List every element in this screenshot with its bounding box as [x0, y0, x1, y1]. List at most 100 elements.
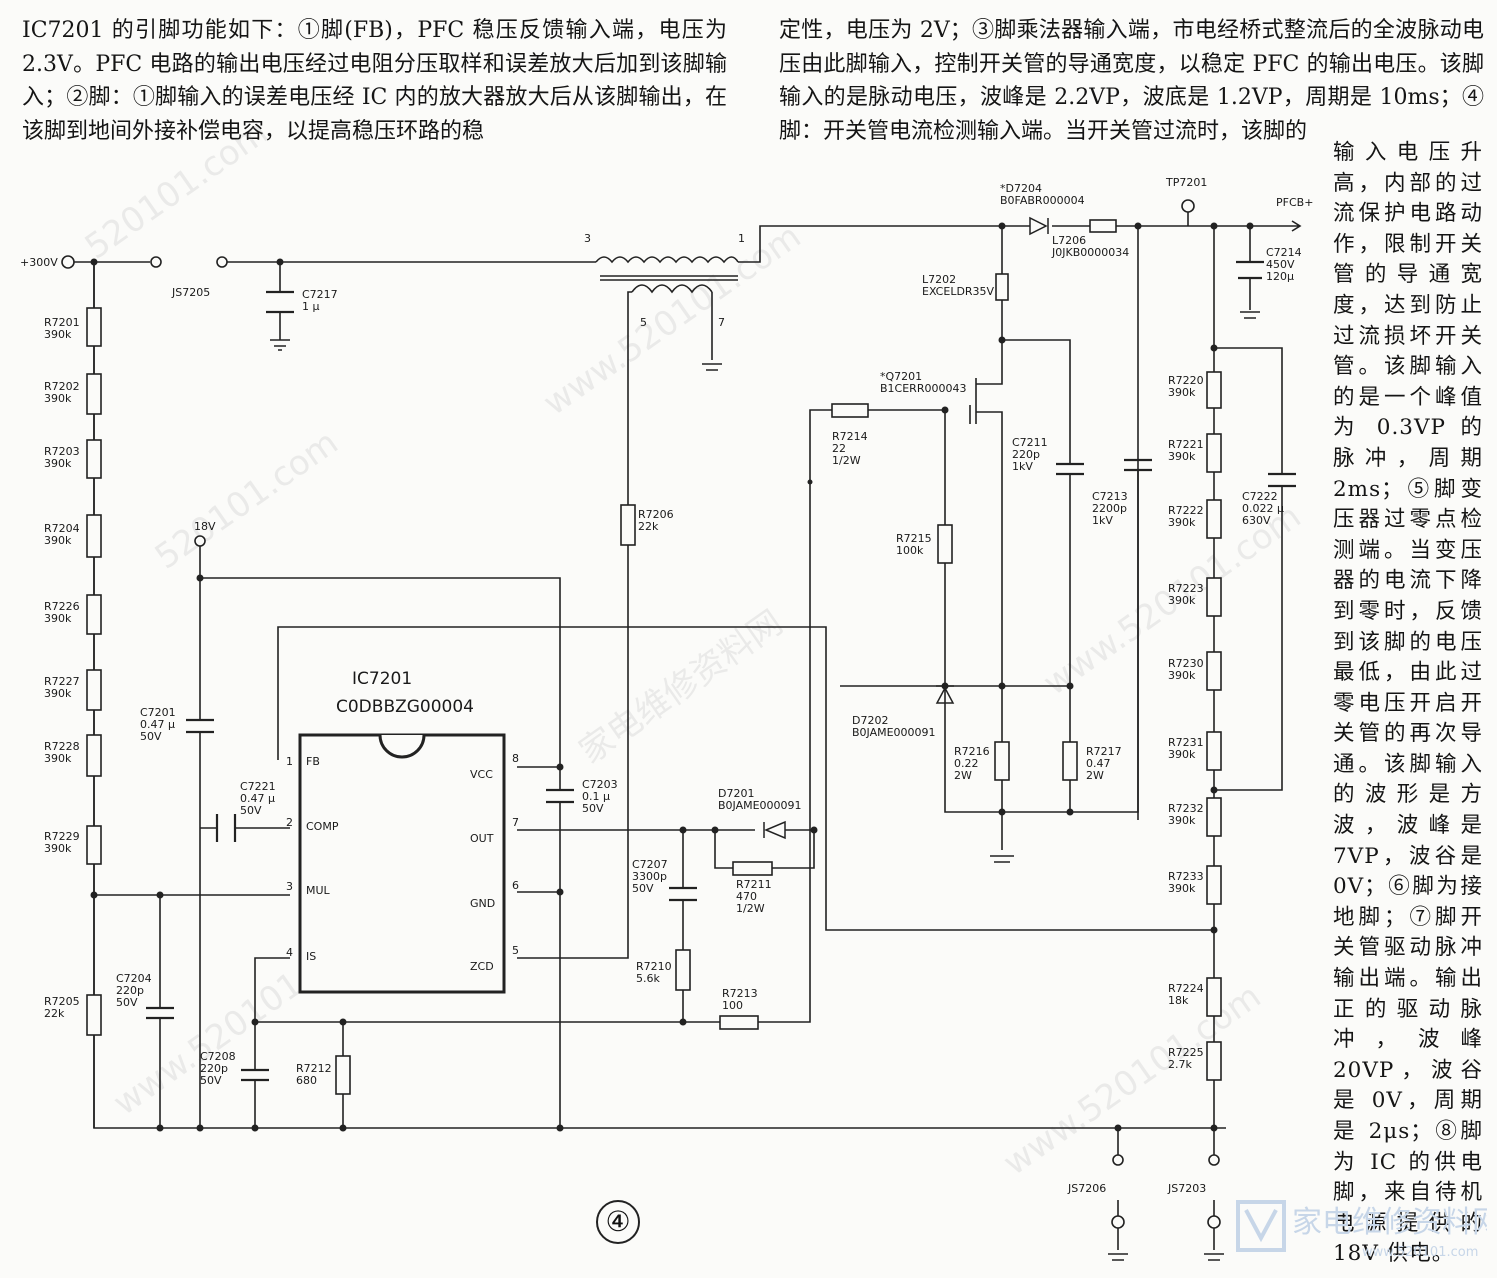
label-r7216-value2: 2W [954, 769, 972, 782]
label-tp7201: TP7201 [1165, 176, 1207, 189]
label-r7201-value1: 390k [44, 328, 72, 341]
label-r7201: R7201 [44, 316, 80, 329]
label-r7221-value1: 390k [1168, 450, 1196, 463]
diode-symbols [763, 216, 1049, 840]
site-logo: 家电维修资料网 www.520101.com [1236, 1200, 1487, 1260]
junction-dots [90, 222, 1254, 1132]
label-r7212: R7212 [296, 1062, 332, 1075]
label-d7201: D7201 [718, 787, 754, 800]
label-r7215-value1: 100k [896, 544, 924, 557]
ic-pin3-name: MUL [306, 884, 331, 897]
component-labels: R7201390kR7202390kR7203390kR7204390kR722… [44, 182, 1302, 1195]
label-r7212-value1: 680 [296, 1074, 317, 1087]
ic-pin6-name: GND [470, 897, 495, 910]
logo-mark-icon [1236, 1200, 1286, 1252]
text-paragraph-left: IC7201 的引脚功能如下：①脚(FB)，PFC 稳压反馈输入端，电压为 2.… [22, 18, 727, 144]
label-c7203-value2: 50V [582, 802, 604, 815]
label-c7204-value1: 220p [116, 984, 144, 997]
label-r7231: R7231 [1168, 736, 1204, 749]
label-r7211-value2: 1/2W [736, 902, 765, 915]
text-paragraph-right: 定性，电压为 2V；③脚乘法器输入端，市电经桥式整流后的全波脉动电压由此脚输入，… [779, 18, 1484, 144]
label-c7222-value2: 630V [1242, 514, 1271, 527]
label-d7202: D7202 [852, 714, 888, 727]
label-r7217: R7217 [1086, 745, 1122, 758]
label-d7204-value1: B0FABR000004 [1000, 194, 1085, 207]
label-l7202-value1: EXCELDR35V [922, 285, 995, 298]
label-r7210: R7210 [636, 960, 672, 973]
ic-pin1-name: FB [306, 755, 320, 768]
label-c7207-value1: 3300p [632, 870, 667, 883]
label-r7223: R7223 [1168, 582, 1204, 595]
label-r7233: R7233 [1168, 870, 1204, 883]
label-c7222-value1: 0.022 μ [1242, 502, 1284, 515]
ground-symbols [270, 212, 1302, 1261]
ic-pin8-num: 8 [512, 752, 519, 765]
label-r7210-value1: 5.6k [636, 972, 660, 985]
label-c7211: C7211 [1012, 436, 1048, 449]
ic-pin2-num: 2 [286, 816, 293, 829]
label-r7221: R7221 [1168, 438, 1204, 451]
label-c7217: C7217 [302, 288, 338, 301]
label-r7204: R7204 [44, 522, 80, 535]
label-r7217-value2: 2W [1086, 769, 1104, 782]
label-c7222: C7222 [1242, 490, 1278, 503]
label-r7203: R7203 [44, 445, 80, 458]
label-c7208-value2: 50V [200, 1074, 222, 1087]
label-c7204: C7204 [116, 972, 152, 985]
label-r7225: R7225 [1168, 1046, 1204, 1059]
ic-pin7-name: OUT [470, 832, 494, 845]
label-c7221: C7221 [240, 780, 276, 793]
schematic-labels: +300V JS7205 18V PFCB+ TP7201 3 1 5 7 IC… [20, 176, 1313, 973]
label-r7211-value1: 470 [736, 890, 757, 903]
label-r7230: R7230 [1168, 657, 1204, 670]
label-r7202: R7202 [44, 380, 80, 393]
label-c7201-value1: 0.47 μ [140, 718, 175, 731]
label-r7230-value1: 390k [1168, 669, 1196, 682]
label-pfcb: PFCB+ [1276, 196, 1313, 209]
label-r7222: R7222 [1168, 504, 1204, 517]
label-d7204: *D7204 [1000, 182, 1042, 195]
label-r7202-value1: 390k [44, 392, 72, 405]
label-c7211-value2: 1kV [1012, 460, 1033, 473]
label-r7206-value1: 22k [638, 520, 659, 533]
label-c7213: C7213 [1092, 490, 1128, 503]
label-r7229: R7229 [44, 830, 80, 843]
label-r7223-value1: 390k [1168, 594, 1196, 607]
terminal-circles [61, 199, 1221, 1229]
ic-pin5-name: ZCD [470, 960, 494, 973]
label-r7225-value1: 2.7k [1168, 1058, 1192, 1071]
ic-part: C0DBBZG00004 [336, 697, 474, 717]
label-tx-1: 1 [738, 232, 745, 245]
label-tx-3: 3 [584, 232, 591, 245]
label-c7221-value1: 0.47 μ [240, 792, 275, 805]
label-l7206: L7206 [1052, 234, 1086, 247]
label-c7208: C7208 [200, 1050, 236, 1063]
label-c7217-value1: 1 μ [302, 300, 320, 313]
label-r7211: R7211 [736, 878, 772, 891]
label-d7202-value1: B0JAME000091 [852, 726, 936, 739]
ic-pin8-name: VCC [470, 768, 493, 781]
label-d7201-value1: B0JAME000091 [718, 799, 802, 812]
label-r7214: R7214 [832, 430, 868, 443]
label-c7213-value1: 2200p [1092, 502, 1127, 515]
label-r7220-value1: 390k [1168, 386, 1196, 399]
label-c7213-value2: 1kV [1092, 514, 1113, 527]
label-l7202: L7202 [922, 273, 956, 286]
label-r7217-value1: 0.47 [1086, 757, 1111, 770]
label-r7228-value1: 390k [44, 752, 72, 765]
label-c7211-value1: 220p [1012, 448, 1040, 461]
label-c7214-value2: 120μ [1266, 270, 1294, 283]
label-r7206: R7206 [638, 508, 674, 521]
label-r7231-value1: 390k [1168, 748, 1196, 761]
label-r7220: R7220 [1168, 374, 1204, 387]
ic-pin5-num: 5 [512, 944, 519, 957]
label-q7201: *Q7201 [880, 370, 922, 383]
label-c7221-value2: 50V [240, 804, 262, 817]
label-js7205: JS7205 [171, 286, 210, 299]
label-r7205-value1: 22k [44, 1007, 65, 1020]
label-js7203: JS7203 [1167, 1182, 1206, 1195]
label-r7216-value1: 0.22 [954, 757, 979, 770]
schematic-wires [74, 225, 1283, 1250]
label-r7214-value1: 22 [832, 442, 846, 455]
